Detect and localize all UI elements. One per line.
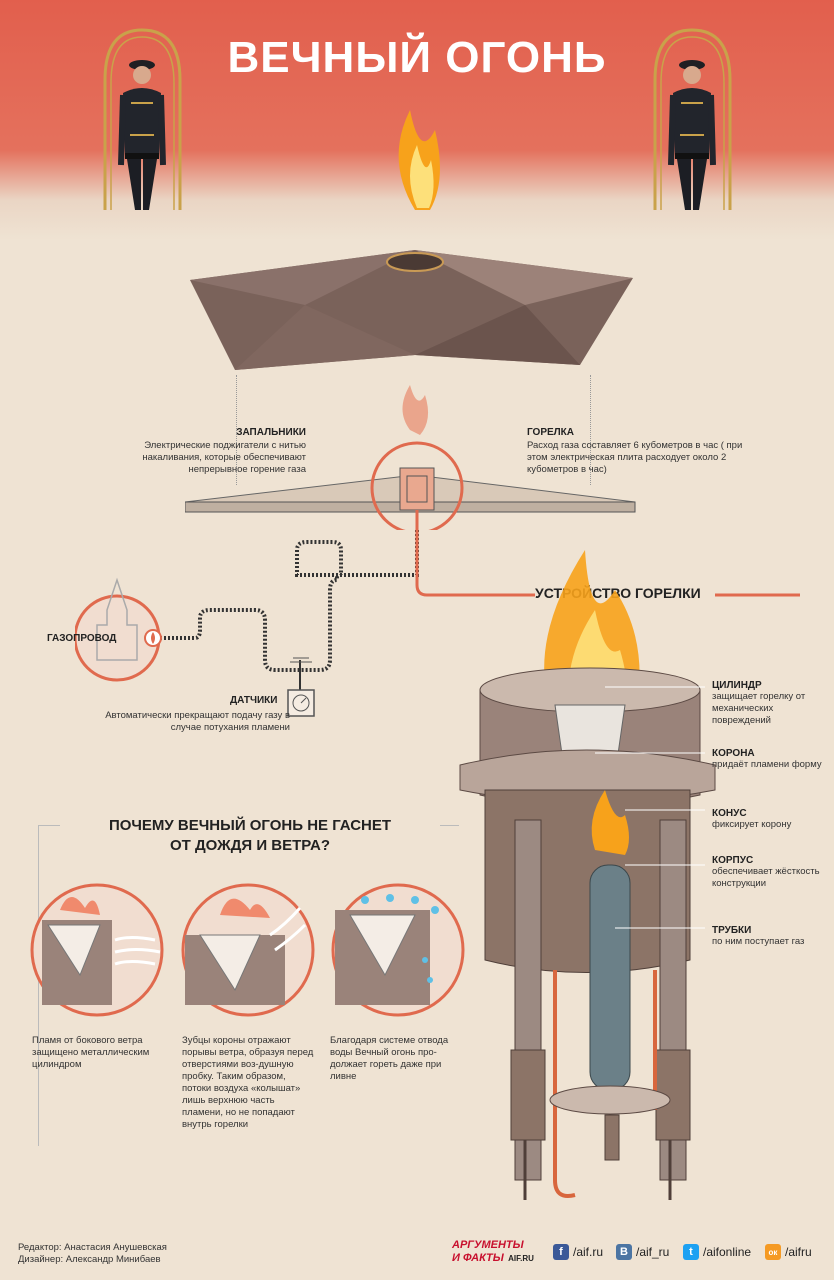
gorelka-text: Расход газа составляет 6 кубометров в ча…	[527, 440, 743, 475]
social-facebook[interactable]: f /aif.ru	[553, 1244, 603, 1260]
footer: Редактор: Анастасия Анушевская Дизайнер:…	[0, 1238, 834, 1280]
designer-credit: Дизайнер: Александр Минибаев	[18, 1254, 161, 1265]
part-text: придаёт пламени форму	[712, 759, 822, 770]
burner-cross-section	[185, 385, 636, 530]
part-body: КОРПУС обеспечивает жёсткость конструкци…	[712, 855, 822, 890]
gas-pipeline-diagram	[75, 530, 800, 717]
part-title: ТРУБКИ	[712, 925, 752, 936]
part-text: по ним поступает газ	[712, 936, 805, 947]
odnoklassniki-icon: ок	[765, 1244, 781, 1260]
guide-line	[590, 375, 591, 485]
part-title: КОРОНА	[712, 748, 755, 759]
social-vk[interactable]: В /aif_ru	[616, 1244, 669, 1260]
part-title: КОРПУС	[712, 855, 754, 866]
editor-credit: Редактор: Анастасия Анушевская	[18, 1242, 167, 1253]
zapalniki-text: Электрические поджигатели с нитью накали…	[142, 440, 306, 475]
star-monument-illustration	[190, 110, 633, 370]
datchiki-label: ДАТЧИКИ	[230, 695, 278, 706]
wind-side-illustration	[30, 883, 164, 1017]
vk-icon: В	[616, 1244, 632, 1260]
part-cone: КОНУС фиксирует корону	[712, 808, 822, 831]
part-cylinder: ЦИЛИНДР защищает горелку от механических…	[712, 680, 822, 727]
part-text: обеспечивает жёсткость конструкции	[712, 866, 820, 889]
part-text: фиксирует корону	[712, 819, 792, 830]
why-section-title: ПОЧЕМУ ВЕЧНЫЙ ОГОНЬ НЕ ГАСНЕТ ОТ ДОЖДЯ И…	[60, 816, 440, 856]
facebook-icon: f	[553, 1244, 569, 1260]
right-guard-illustration	[653, 28, 732, 210]
crown-teeth-illustration	[181, 883, 315, 1017]
twitter-icon: t	[683, 1244, 699, 1260]
social-odnoklassniki[interactable]: ок /aifru	[765, 1244, 812, 1260]
why-illustrations	[30, 883, 465, 1017]
gorelka-label: ГОРЕЛКА	[527, 427, 574, 438]
why-item-text: Благодаря системе отвода воды Вечный ого…	[330, 1035, 449, 1082]
guide-line	[236, 375, 237, 485]
part-crown: КОРОНА придаёт пламени форму	[712, 748, 822, 771]
burner-device-illustration	[459, 550, 716, 1200]
why-item-text: Зубцы короны отражают порывы ветра, обра…	[182, 1035, 314, 1130]
page-title: ВЕЧНЫЙ ОГОНЬ	[227, 33, 607, 82]
part-tubes: ТРУБКИ по ним поступает газ	[712, 925, 822, 948]
social-twitter[interactable]: t /aifonline	[683, 1244, 751, 1260]
aif-logo[interactable]: АРГУМЕНТЫ И ФАКТЫ AIF.RU	[452, 1239, 534, 1264]
zapalniki-label: ЗАПАЛЬНИКИ	[236, 427, 306, 438]
datchiki-text: Автоматически прекращают подачу газу в с…	[105, 710, 290, 733]
why-item-text: Пламя от бокового ветра защищено металли…	[32, 1035, 150, 1070]
rain-drain-illustration	[331, 883, 465, 1017]
part-text: защищает горелку от механических поврежд…	[712, 691, 806, 726]
left-guard-illustration	[103, 28, 182, 210]
part-title: ЦИЛИНДР	[712, 680, 762, 691]
gazoprovod-label: ГАЗОПРОВОД	[47, 633, 117, 644]
part-title: КОНУС	[712, 808, 747, 819]
